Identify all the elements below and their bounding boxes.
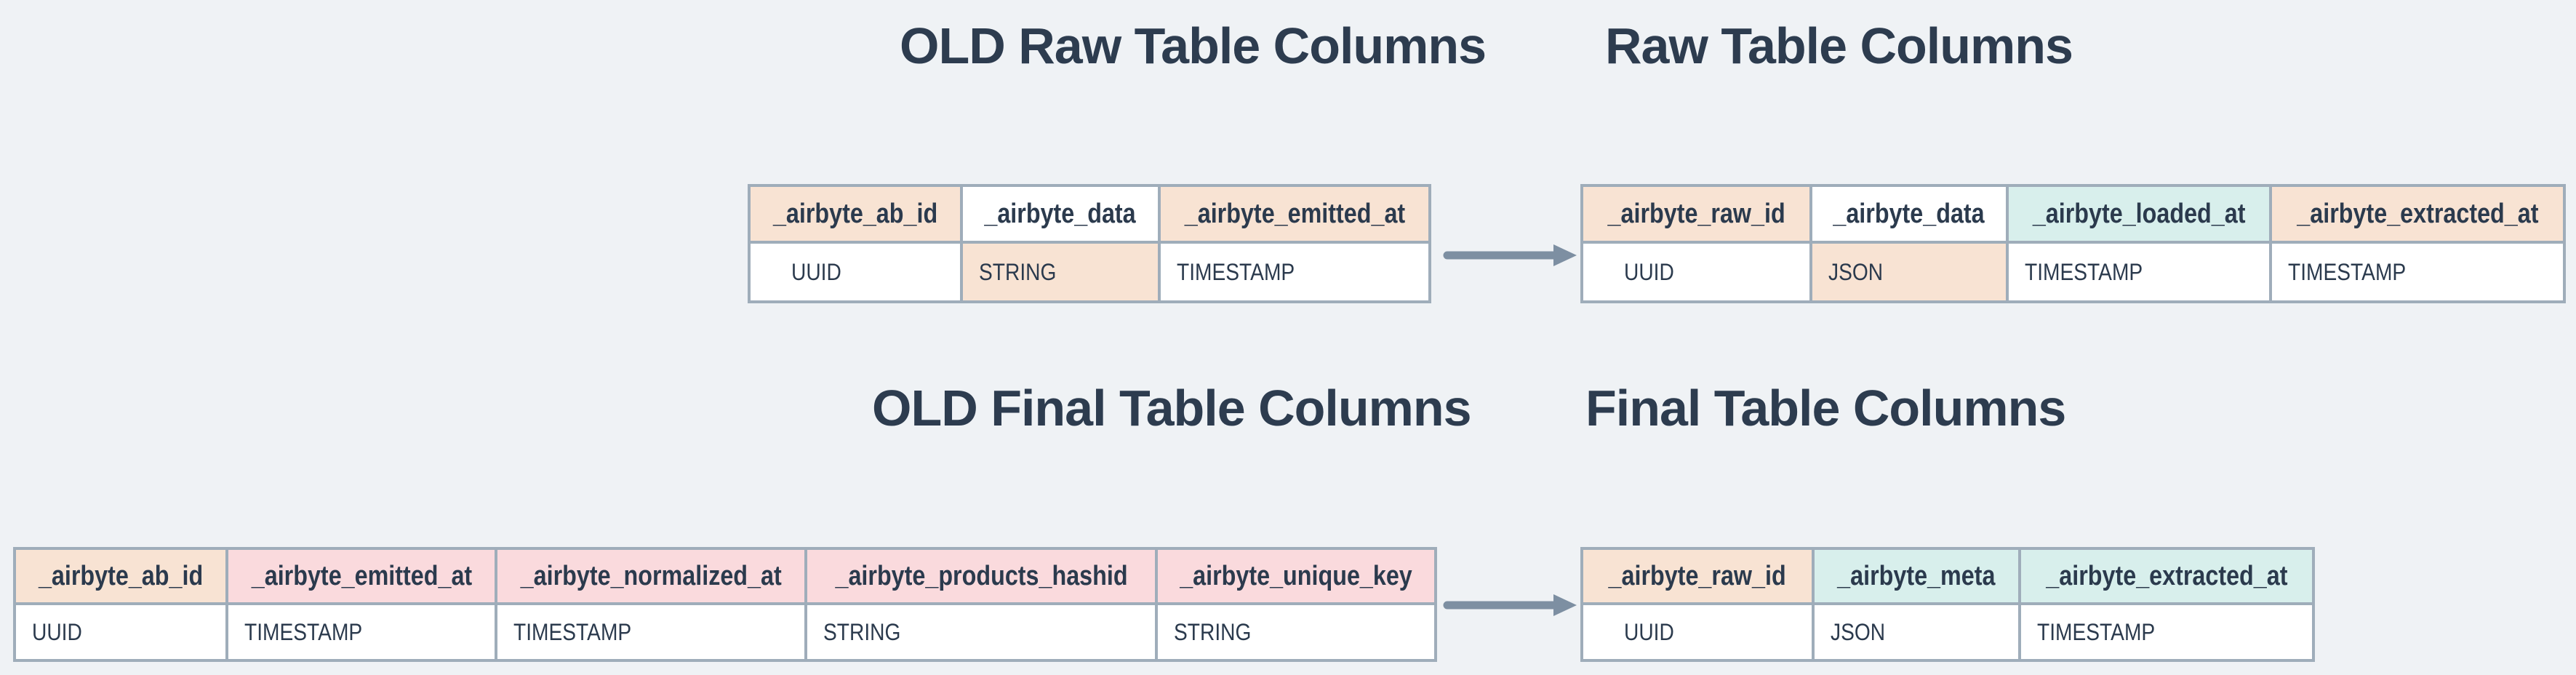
column-type-cell: UUID (13, 602, 228, 662)
column-header-cell: _airbyte_loaded_at (2006, 184, 2272, 244)
column-type-label: UUID (1624, 258, 1674, 285)
new-raw-table-title: Raw Table Columns (1605, 17, 2073, 74)
column-header-cell: _airbyte_emitted_at (225, 547, 497, 605)
column-type-cell: UUID (748, 241, 963, 303)
column-header-cell: _airbyte_normalized_at (494, 547, 808, 605)
column-header-label: _airbyte_normalized_at (520, 560, 782, 591)
column-header-label: _airbyte_data (984, 198, 1137, 229)
new-final-table-title: Final Table Columns (1585, 380, 2066, 436)
new-final-columns-table: _airbyte_raw_id _airbyte_meta _airbyte_ext… (1580, 547, 2315, 662)
column-header-cell: _airbyte_data (1809, 184, 2009, 244)
column-header-label: _airbyte_products_hashid (835, 560, 1128, 591)
column-header-label: _airbyte_raw_id (1608, 560, 1787, 591)
old-raw-columns-table: _airbyte_ab_id _airbyte_data _airbyte_emit… (748, 184, 1431, 303)
column-type-label: STRING (823, 618, 901, 645)
column-type-cell: STRING (960, 241, 1161, 303)
column-type-cell: JSON (1812, 602, 2021, 662)
column-type-cell: TIMESTAMP (494, 602, 808, 662)
column-type-label: UUID (791, 258, 841, 285)
column-header-label: _airbyte_unique_key (1180, 560, 1413, 591)
column-header-cell: _airbyte_raw_id (1580, 184, 1812, 244)
column-header-label: _airbyte_ab_id (772, 198, 938, 229)
column-type-cell: TIMESTAMP (225, 602, 497, 662)
column-type-label: TIMESTAMP (2025, 258, 2143, 285)
column-type-label: UUID (1624, 618, 1674, 645)
right-arrow-icon (1443, 594, 1577, 616)
old-final-table-title: OLD Final Table Columns (872, 380, 1472, 436)
old-final-columns-table: _airbyte_ab_id _airbyte_emitted_at _airbyt… (13, 547, 1438, 662)
column-type-cell: TIMESTAMP (2018, 602, 2315, 662)
column-header-label: _airbyte_meta (1837, 560, 1996, 591)
column-type-cell: UUID (1580, 241, 1812, 303)
column-type-label: STRING (979, 258, 1057, 285)
column-type-label: JSON (1831, 618, 1886, 645)
column-type-cell: TIMESTAMP (2269, 241, 2566, 303)
column-type-row: UUID TIMESTAMP TIMESTAMP STRING STRING (13, 602, 1438, 662)
column-type-cell: STRING (804, 602, 1159, 662)
column-header-cell: _airbyte_products_hashid (804, 547, 1159, 605)
column-header-label: _airbyte_extracted_at (2296, 198, 2539, 229)
column-type-label: UUID (32, 618, 82, 645)
column-type-label: TIMESTAMP (2037, 618, 2156, 645)
column-type-label: TIMESTAMP (513, 618, 632, 645)
column-header-cell: _airbyte_unique_key (1155, 547, 1438, 605)
column-type-cell: JSON (1809, 241, 2009, 303)
column-header-cell: _airbyte_emitted_at (1158, 184, 1431, 244)
column-header-cell: _airbyte_extracted_at (2269, 184, 2566, 244)
column-type-label: STRING (1174, 618, 1252, 645)
column-header-row: _airbyte_raw_id _airbyte_data _airbyte_loa… (1580, 184, 2566, 244)
column-header-label: _airbyte_extracted_at (2045, 560, 2288, 591)
column-header-cell: _airbyte_data (960, 184, 1161, 244)
old-raw-table-title: OLD Raw Table Columns (900, 17, 1487, 74)
column-header-label: _airbyte_emitted_at (1184, 198, 1405, 229)
column-header-label: _airbyte_data (1833, 198, 1985, 229)
column-header-cell: _airbyte_meta (1812, 547, 2021, 605)
column-header-row: _airbyte_raw_id _airbyte_meta _airbyte_ext… (1580, 547, 2315, 605)
right-arrow-icon (1443, 244, 1577, 266)
column-header-row: _airbyte_ab_id _airbyte_data _airbyte_emit… (748, 184, 1431, 244)
new-raw-columns-table: _airbyte_raw_id _airbyte_data _airbyte_loa… (1580, 184, 2566, 303)
column-header-label: _airbyte_raw_id (1607, 198, 1785, 229)
column-header-cell: _airbyte_raw_id (1580, 547, 1815, 605)
column-type-label: JSON (1828, 258, 1884, 285)
column-header-cell: _airbyte_extracted_at (2018, 547, 2315, 605)
column-header-label: _airbyte_loaded_at (2032, 198, 2246, 229)
column-type-cell: UUID (1580, 602, 1815, 662)
column-type-row: UUID STRING TIMESTAMP (748, 241, 1431, 303)
column-header-label: _airbyte_ab_id (38, 560, 204, 591)
column-header-cell: _airbyte_ab_id (748, 184, 963, 244)
column-type-row: UUID JSON TIMESTAMP TIMESTAMP (1580, 241, 2566, 303)
column-header-cell: _airbyte_ab_id (13, 547, 228, 605)
column-header-row: _airbyte_ab_id _airbyte_emitted_at _airbyt… (13, 547, 1438, 605)
column-type-row: UUID JSON TIMESTAMP (1580, 602, 2315, 662)
column-type-label: TIMESTAMP (2288, 258, 2407, 285)
column-type-label: TIMESTAMP (244, 618, 363, 645)
column-type-cell: TIMESTAMP (1158, 241, 1431, 303)
column-type-label: TIMESTAMP (1177, 258, 1295, 285)
column-header-label: _airbyte_emitted_at (251, 560, 472, 591)
column-type-cell: TIMESTAMP (2006, 241, 2272, 303)
column-type-cell: STRING (1155, 602, 1438, 662)
